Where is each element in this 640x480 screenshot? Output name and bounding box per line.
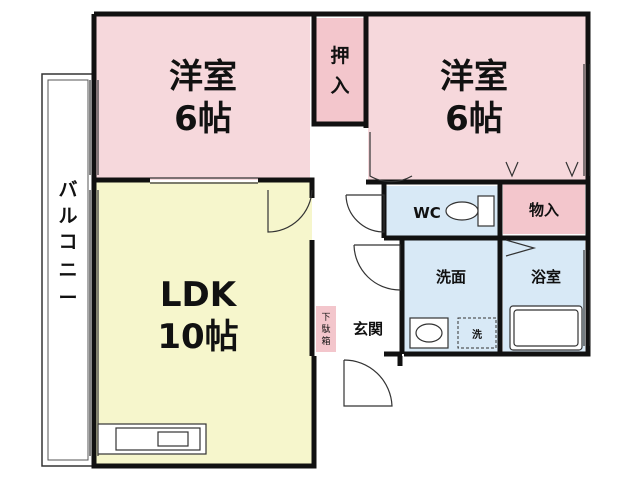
western-room-right-name: 洋室	[440, 57, 508, 97]
oshiire-label-1: 押	[330, 44, 349, 67]
western-room-right-size: 6帖	[445, 99, 503, 139]
balcony-char-1: バ	[58, 179, 77, 201]
western-room-left	[96, 16, 310, 180]
balcony-char-2: ル	[58, 205, 77, 227]
door-swing-icon	[267, 132, 579, 407]
western-room-left-size: 6帖	[174, 99, 232, 139]
getabako-char-2: 駄	[321, 323, 330, 335]
washer-label: 洗	[472, 328, 482, 341]
ldk-size: 10帖	[157, 317, 238, 357]
walls	[91, 11, 591, 469]
ldk-name: LDK	[160, 275, 238, 315]
oshiire-label-2: 入	[330, 75, 349, 97]
genkan-label: 玄関	[353, 320, 383, 338]
washer-spot	[457, 317, 497, 349]
bathtub-icon	[509, 305, 583, 351]
toilet-icon	[445, 195, 495, 227]
monoire-label: 物入	[529, 201, 559, 219]
monoire-closet	[503, 184, 585, 234]
kitchen-counter-icon	[97, 423, 207, 455]
senmen-label: 洗面	[436, 268, 466, 286]
oshiire-closet	[316, 18, 366, 122]
balcony-char-3: コ	[58, 231, 77, 253]
wc-label: WC	[413, 204, 441, 222]
getabako-char-1: 下	[321, 313, 330, 323]
balcony: バ ル コ ニ ー	[41, 73, 95, 467]
ldk-room	[96, 182, 312, 464]
balcony-char-5: ー	[58, 287, 77, 309]
window-marks	[89, 64, 591, 456]
getabako-char-3: 箱	[321, 335, 330, 347]
western-room-left-name: 洋室	[169, 57, 237, 97]
balcony-char-4: ニ	[58, 259, 77, 281]
getabako-shelf	[316, 306, 336, 352]
western-room-right	[368, 16, 586, 184]
bath-label: 浴室	[531, 268, 561, 286]
washbasin-icon	[409, 317, 449, 349]
